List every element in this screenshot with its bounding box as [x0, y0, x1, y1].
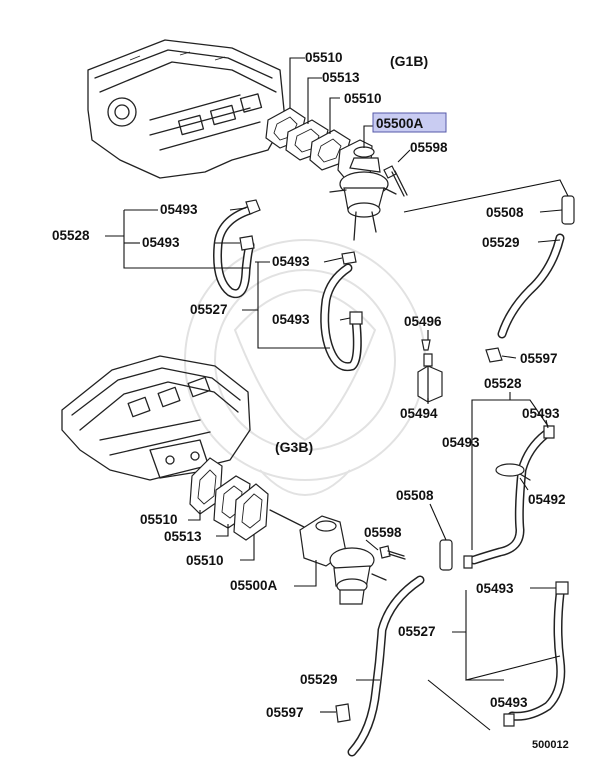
bolt-rod-bottom	[269, 509, 311, 531]
part-label-05508[interactable]: 05508	[396, 488, 434, 503]
part-label-05500A[interactable]: 05500A	[376, 116, 424, 131]
part-label-05597[interactable]: 05597	[266, 705, 304, 720]
part-label-05598[interactable]: 05598	[364, 525, 402, 540]
part-label-05529[interactable]: 05529	[300, 672, 338, 687]
clip-05597-bottom	[335, 703, 351, 723]
part-label-05493[interactable]: 05493	[522, 406, 560, 421]
part-label-05510[interactable]: 05510	[140, 512, 178, 527]
part-label-05500A[interactable]: 05500A	[230, 578, 278, 593]
fuel-filter-05494	[417, 353, 443, 403]
part-label-05510[interactable]: 05510	[186, 553, 224, 568]
group-g1b-label: (G1B)	[390, 53, 428, 69]
part-label-05528[interactable]: 05528	[52, 228, 90, 243]
part-label-05492[interactable]: 05492	[528, 492, 566, 507]
part-label-05496[interactable]: 05496	[404, 314, 442, 329]
hose-05508-bottom	[439, 539, 453, 571]
part-label-05598[interactable]: 05598	[410, 140, 448, 155]
hose-05508-top	[561, 195, 575, 225]
part-label-05493[interactable]: 05493	[272, 254, 310, 269]
engine-block-top	[87, 39, 286, 179]
part-label-05493[interactable]: 05493	[160, 202, 198, 217]
part-label-05510[interactable]: 05510	[344, 91, 382, 106]
fuel-pump-05500A-bottom	[299, 515, 387, 605]
clamp-05493-right-top	[341, 251, 357, 265]
part-label-05493[interactable]: 05493	[272, 312, 310, 327]
hose-05528-mid	[463, 425, 555, 569]
hose-05527-bottom	[503, 581, 569, 727]
clip-05597-top	[485, 347, 503, 363]
part-label-05493[interactable]: 05493	[142, 235, 180, 250]
part-label-05527[interactable]: 05527	[398, 624, 436, 639]
part-label-05494[interactable]: 05494	[400, 406, 438, 421]
hose-05529-top	[497, 233, 565, 339]
part-label-05527[interactable]: 05527	[190, 302, 228, 317]
gasket-05510-bottom-2	[233, 483, 269, 541]
part-labels: 05510 05513 05510 05500A 05598 05493 055…	[52, 50, 566, 720]
engine-block-bottom	[61, 355, 251, 481]
part-label-05493[interactable]: 05493	[490, 695, 528, 710]
bolt-05598-top	[383, 165, 408, 197]
leader-lines	[105, 57, 569, 731]
fitting-05496	[421, 339, 431, 351]
group-g3b-label: (G3B)	[275, 439, 313, 455]
part-label-05529[interactable]: 05529	[482, 235, 520, 250]
part-label-05508[interactable]: 05508	[486, 205, 524, 220]
part-label-05493[interactable]: 05493	[442, 435, 480, 450]
part-label-05513[interactable]: 05513	[322, 70, 360, 85]
part-label-05510[interactable]: 05510	[305, 50, 343, 65]
group-labels: (G1B) (G3B)	[275, 53, 428, 455]
bolt-05598-bottom	[379, 545, 406, 560]
part-label-05493[interactable]: 05493	[476, 581, 514, 596]
part-label-05513[interactable]: 05513	[164, 529, 202, 544]
hose-05529-bottom	[347, 575, 425, 757]
hose-05527-top	[320, 263, 363, 372]
part-label-05597[interactable]: 05597	[520, 351, 558, 366]
diagram-code: 500012	[532, 739, 569, 751]
highlight-05500A	[372, 112, 447, 133]
hose-05528-top	[213, 199, 261, 299]
fuel-pump-05500A-top	[329, 139, 397, 241]
part-label-05528[interactable]: 05528	[484, 376, 522, 391]
